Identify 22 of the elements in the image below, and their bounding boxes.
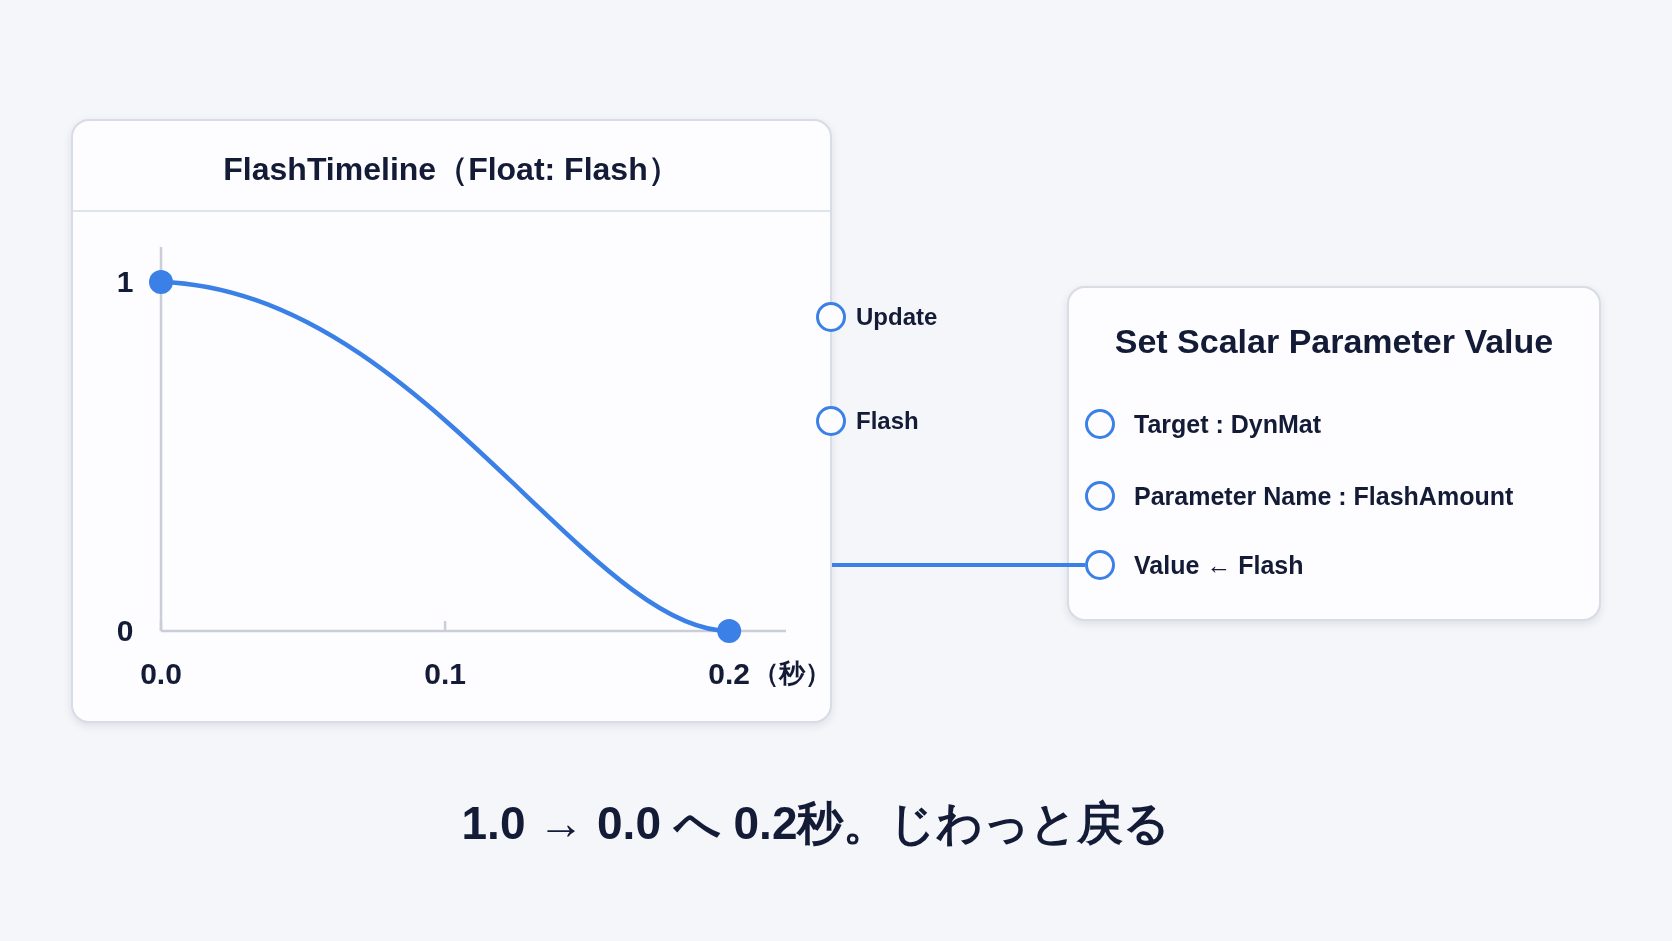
pin-label: Parameter Name : FlashAmount [1134,481,1514,511]
caption: 1.0 → 0.0 へ 0.2秒。じわっと戻る [461,796,1171,852]
tick-label: 1 [116,263,134,300]
pin-circle [816,406,846,436]
pin-circle [1085,409,1115,439]
function-node-panel [1067,286,1601,621]
pin-label: Flash [856,406,919,436]
timeline-panel [71,119,832,723]
tick-label: 0.1 [424,656,466,692]
tick-label: 0.2 [708,656,751,692]
connector-line [832,563,1085,567]
pin-circle [1085,481,1115,511]
pin-circle [816,302,846,332]
pin-label: Update [856,302,938,332]
pin-label: Value ← Flash [1134,550,1304,580]
tick-label: 0 [116,613,134,649]
panel-title: FlashTimeline（Float: Flash） [223,149,680,189]
pin-circle [1085,550,1115,580]
tick-label: 0.0 [140,656,182,692]
panel-title: Set Scalar Parameter Value [1114,320,1554,362]
pin-label: Target : DynMat [1134,409,1322,439]
axis-label: （秒） [753,658,832,690]
